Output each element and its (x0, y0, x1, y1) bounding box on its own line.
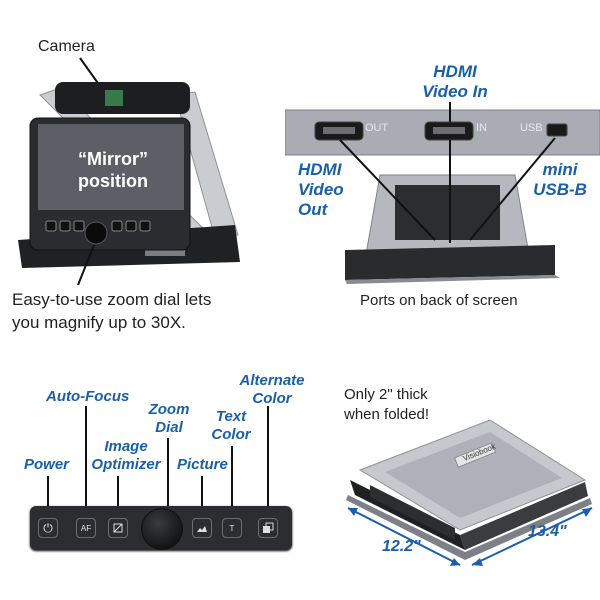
zoom-dial-small (84, 221, 108, 245)
usb-leader (469, 137, 556, 241)
screen-text-line2: position (78, 171, 148, 191)
stand-base (345, 245, 555, 280)
text-color-button[interactable]: T (222, 518, 242, 538)
depth-dimension: 13.4" (528, 523, 567, 540)
port-out-text: OUT (365, 122, 389, 134)
image-optimizer-icon (113, 523, 123, 533)
screen-text: “Mirror” position (58, 148, 168, 192)
camera-label: Camera (38, 38, 95, 55)
alternate-color-line1: Alternate (239, 372, 305, 389)
text-color-line1: Text (215, 408, 247, 425)
folded-side-right (460, 482, 588, 550)
hdmi-in-port-inner (433, 127, 465, 134)
zoom-dial-line2: Dial (155, 419, 183, 436)
alternate-color-label: Alternate Color (234, 372, 310, 408)
width-dimension-line (347, 507, 461, 566)
dial-leader-line (77, 244, 95, 286)
screen-text-line1: “Mirror” (77, 149, 148, 169)
picture-button[interactable] (192, 518, 212, 538)
camera-lens (105, 90, 123, 106)
text-color-label: Text Color (206, 408, 256, 444)
port-in-text: IN (476, 122, 487, 134)
port-usb-text: USB (520, 122, 543, 134)
zoom-caption-line1: Easy-to-use zoom dial lets (12, 290, 212, 309)
stand-base-edge (345, 275, 560, 284)
picture-icon (197, 526, 207, 532)
screen-display (38, 124, 184, 210)
stand-inner (395, 185, 500, 240)
ports-caption: Ports on back of screen (360, 292, 518, 309)
image-optimizer-label: Image Optimizer (88, 438, 164, 474)
zoom-dial[interactable] (141, 508, 183, 550)
power-label: Power (24, 456, 70, 473)
hdmi-out-line1: HDMI (298, 160, 342, 179)
hdmi-out-line2: Video (298, 180, 344, 199)
auto-focus-label: Auto-Focus (46, 388, 130, 405)
brand-plate (453, 442, 497, 468)
hdmi-in-label: HDMI Video In (400, 62, 510, 102)
usb-line1: mini (542, 160, 578, 179)
hdmi-out-port-inner (323, 127, 355, 134)
screen-buttons (45, 220, 151, 232)
width-dimension: 12.2" (382, 538, 421, 555)
ports-illustration (285, 102, 600, 284)
picture-label: Picture (177, 456, 228, 473)
hdmi-in-line2: Video In (422, 82, 488, 101)
folded-device-illustration (346, 419, 593, 566)
auto-focus-button[interactable]: AF (76, 518, 96, 538)
power-button[interactable]: ⏻ (38, 518, 58, 538)
usb-label: mini USB-B (528, 160, 592, 200)
image-optimizer-line1: Image (104, 438, 148, 455)
hdmi-out-line3: Out (298, 200, 328, 219)
folded-caption: Only 2" thick when folded! (344, 385, 429, 425)
zoom-dial-label: Zoom Dial (144, 401, 194, 437)
hdmi-in-line1: HDMI (433, 62, 477, 81)
base-label (145, 250, 185, 256)
mirror-device-illustration (18, 57, 240, 286)
usb-port (546, 123, 568, 137)
image-optimizer-line2: Optimizer (91, 456, 161, 473)
folded-caption-line1: Only 2" thick (344, 386, 428, 403)
hdmi-out-label: HDMI Video Out (298, 160, 344, 220)
zoom-dial-line1: Zoom (148, 401, 190, 418)
image-optimizer-button[interactable] (108, 518, 128, 538)
hdmi-out-leader (339, 139, 436, 241)
usb-line2: USB-B (533, 180, 587, 199)
alternate-color-button[interactable] (258, 518, 278, 538)
folded-panel-face (370, 485, 455, 540)
folded-top-inset (385, 432, 562, 518)
alternate-color-line2: Color (252, 390, 292, 407)
zoom-caption: Easy-to-use zoom dial lets you magnify u… (12, 288, 211, 334)
folded-caption-line2: when folded! (344, 406, 430, 423)
text-color-line2: Color (211, 426, 251, 443)
depth-dimension-line (471, 507, 593, 566)
zoom-caption-line2: you magnify up to 30X. (12, 313, 186, 332)
alternate-color-icon (263, 522, 274, 533)
